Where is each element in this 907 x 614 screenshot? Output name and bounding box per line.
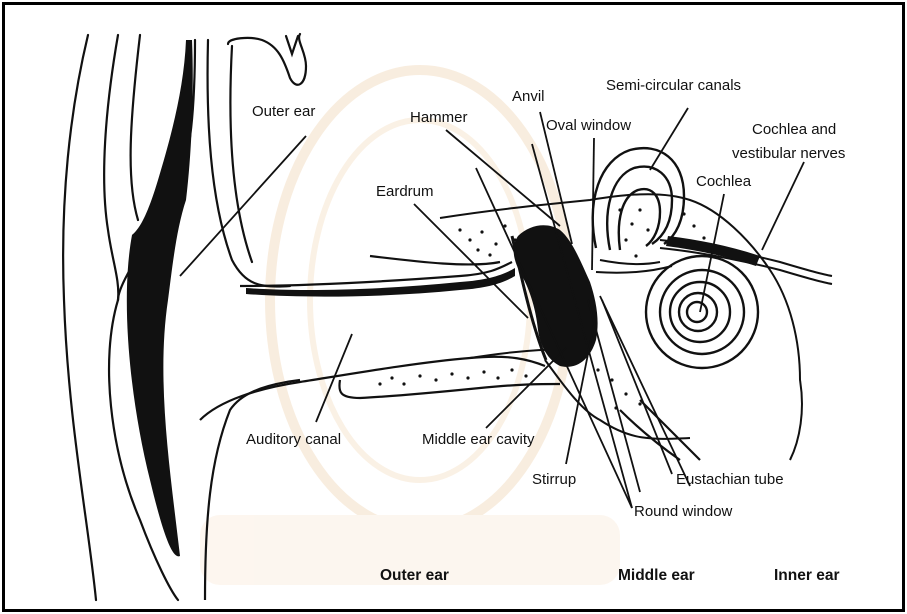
label-eardrum: Eardrum — [376, 183, 434, 200]
semicircular-canals — [593, 148, 684, 250]
label-cochlea: Cochlea — [696, 173, 752, 190]
cochlea-spiral — [646, 256, 758, 368]
pinna-dark-stroke — [127, 40, 193, 556]
label-middle-ear-cavity: Middle ear cavity — [422, 431, 535, 448]
region-inner-ear: Inner ear — [774, 567, 839, 584]
eustachian-tube — [620, 400, 700, 460]
label-cochlea-nerves-line2: vestibular nerves — [732, 145, 845, 162]
label-semicircular-canals: Semi-circular canals — [606, 77, 741, 94]
region-middle-ear: Middle ear — [618, 567, 695, 584]
region-outer-ear: Outer ear — [380, 567, 449, 584]
label-outer-ear-pinna: Outer ear — [252, 103, 315, 120]
label-auditory-canal: Auditory canal — [246, 431, 341, 448]
label-round-window: Round window — [634, 503, 733, 520]
label-cochlea-nerves-line1: Cochlea and — [752, 121, 836, 138]
label-stirrup: Stirrup — [532, 471, 576, 488]
label-anvil: Anvil — [512, 88, 545, 105]
label-hammer: Hammer — [410, 109, 468, 126]
label-eustachian-tube: Eustachian tube — [676, 471, 784, 488]
label-oval-window: Oval window — [546, 117, 631, 134]
